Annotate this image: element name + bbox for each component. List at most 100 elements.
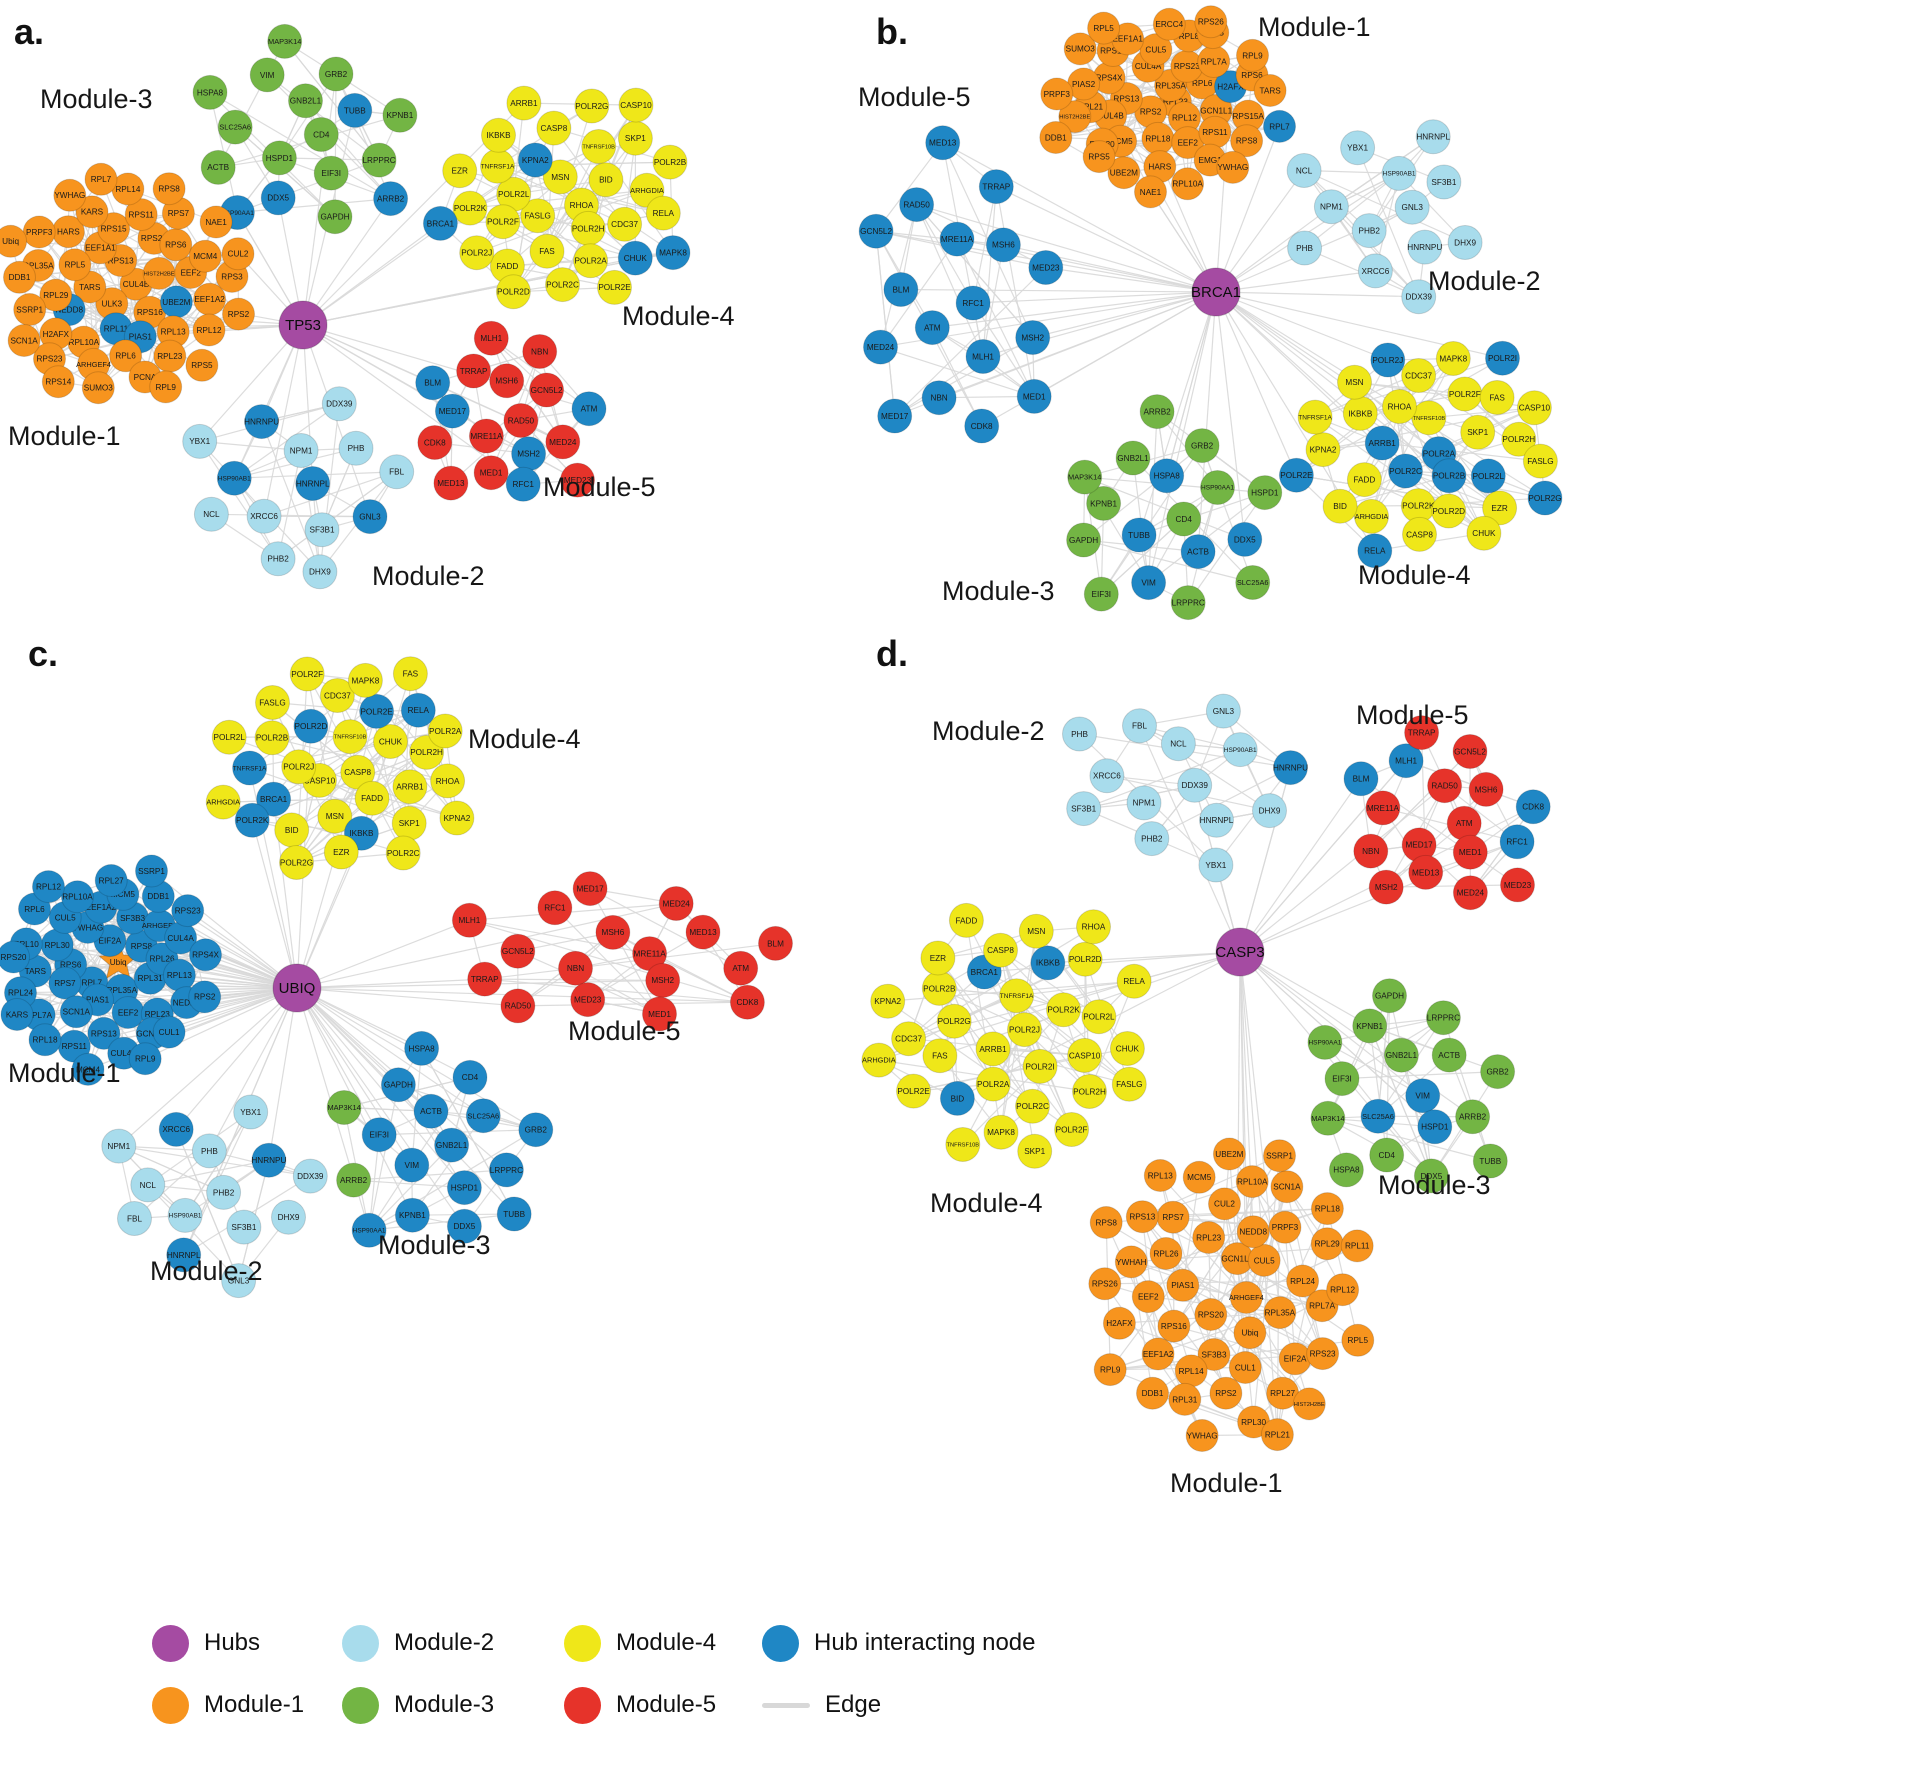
node-FAS[interactable]: FAS: [922, 1038, 958, 1074]
node-MED1[interactable]: MED1: [1452, 834, 1488, 870]
node-MSH6[interactable]: MSH6: [489, 363, 525, 399]
node-RPS14[interactable]: RPS14: [41, 365, 75, 399]
node-PHB2[interactable]: PHB2: [206, 1174, 242, 1210]
node-YBX1[interactable]: YBX1: [233, 1094, 269, 1130]
node-PHB[interactable]: PHB: [338, 430, 374, 466]
node-YWHAG[interactable]: YWHAG: [53, 178, 87, 212]
node-YBX1[interactable]: YBX1: [1198, 847, 1234, 883]
node-MED17[interactable]: MED17: [434, 393, 470, 429]
node-ARRB2[interactable]: ARRB2: [1455, 1099, 1491, 1135]
node-MED13[interactable]: MED13: [685, 914, 721, 950]
node-PHB2[interactable]: PHB2: [260, 541, 296, 577]
node-RPL9[interactable]: RPL9: [1093, 1353, 1127, 1387]
node-DHX9[interactable]: DHX9: [271, 1199, 306, 1235]
node-POLR2A[interactable]: POLR2A: [975, 1066, 1011, 1102]
node-UBE2M[interactable]: UBE2M: [159, 285, 193, 319]
node-MSH6[interactable]: MSH6: [985, 227, 1021, 263]
node-RPS15[interactable]: RPS15: [97, 212, 131, 246]
node-FASLG[interactable]: FASLG: [1522, 443, 1558, 479]
node-RPL5[interactable]: RPL5: [1341, 1323, 1375, 1357]
node-GAPDH[interactable]: GAPDH: [1066, 522, 1102, 558]
node-HSPD1[interactable]: HSPD1: [446, 1170, 482, 1206]
node-POLR2D[interactable]: POLR2D: [495, 274, 531, 310]
node-CUL1[interactable]: CUL1: [1228, 1351, 1262, 1384]
node-POLR2B[interactable]: POLR2B: [652, 144, 688, 180]
node-SKP1[interactable]: SKP1: [391, 805, 427, 841]
node-MLH1[interactable]: MLH1: [1388, 743, 1424, 779]
node-EIF3I[interactable]: EIF3I: [1083, 576, 1119, 612]
node-RPL12[interactable]: RPL12: [192, 313, 226, 347]
node-HSP90AB1[interactable]: HSP90AB1: [216, 460, 252, 496]
node-CHUK[interactable]: CHUK: [617, 240, 653, 276]
node-DDX5[interactable]: DDX5: [260, 180, 296, 216]
node-CDK8[interactable]: CDK8: [1515, 789, 1551, 825]
node-MSN[interactable]: MSN: [1337, 364, 1372, 400]
node-FAS[interactable]: FAS: [1479, 380, 1515, 415]
node-TUBB[interactable]: TUBB: [496, 1196, 532, 1232]
node-FASLG[interactable]: FASLG: [520, 198, 556, 234]
node-IKBKB[interactable]: IKBKB: [1342, 395, 1378, 431]
node-MAPK8[interactable]: MAPK8: [983, 1114, 1019, 1150]
node-FADD[interactable]: FADD: [489, 248, 525, 284]
node-RPL13[interactable]: RPL13: [162, 958, 196, 992]
node-MSH2[interactable]: MSH2: [645, 962, 681, 998]
node-ARRB1[interactable]: ARRB1: [1364, 425, 1400, 461]
node-MSN[interactable]: MSN: [317, 798, 353, 834]
node-HSP90AA1[interactable]: HSP90AA1: [351, 1212, 387, 1248]
node-VIM[interactable]: VIM: [249, 57, 285, 93]
node-EZR[interactable]: EZR: [323, 834, 359, 870]
node-MED24[interactable]: MED24: [863, 329, 898, 365]
node-RELA[interactable]: RELA: [1357, 533, 1393, 569]
node-TNFRSF10B[interactable]: TNFRSF10B: [945, 1127, 981, 1162]
node-RPS26[interactable]: RPS26: [1194, 5, 1228, 39]
node-MCM4[interactable]: MCM4: [71, 1052, 105, 1086]
node-MAP3K14[interactable]: MAP3K14: [326, 1090, 362, 1125]
node-POLR2J[interactable]: POLR2J: [1007, 1012, 1042, 1048]
node-MED1[interactable]: MED1: [473, 455, 509, 491]
node-NCL[interactable]: NCL: [193, 496, 229, 532]
node-MED23[interactable]: MED23: [570, 982, 606, 1018]
node-VIM[interactable]: VIM: [1131, 565, 1167, 601]
node-XRCC6[interactable]: XRCC6: [1089, 758, 1125, 794]
node-RPS8[interactable]: RPS8: [1089, 1206, 1123, 1239]
node-HSPD1[interactable]: HSPD1: [1247, 475, 1283, 511]
node-HSP90AA1[interactable]: HSP90AA1: [1200, 470, 1235, 505]
node-RPS2[interactable]: RPS2: [1209, 1376, 1243, 1410]
node-RPS2[interactable]: RPS2: [188, 980, 222, 1014]
node-ARRB1[interactable]: ARRB1: [975, 1031, 1011, 1067]
node-KPNB1[interactable]: KPNB1: [1086, 485, 1122, 521]
node-SF3B1[interactable]: SF3B1: [1066, 791, 1102, 827]
node-MCM5[interactable]: MCM5: [1182, 1160, 1216, 1194]
node-CUL2[interactable]: CUL2: [1208, 1187, 1241, 1221]
node-MSH2[interactable]: MSH2: [511, 436, 547, 472]
node-RPS11[interactable]: RPS11: [1198, 115, 1232, 149]
node-FBL[interactable]: FBL: [1122, 708, 1157, 744]
node-TUBB[interactable]: TUBB: [337, 92, 373, 128]
node-CD4[interactable]: CD4: [303, 117, 339, 152]
node-CD4[interactable]: CD4: [1369, 1137, 1405, 1173]
node-ARRB1[interactable]: ARRB1: [392, 769, 428, 805]
node-PRPF3[interactable]: PRPF3: [22, 215, 56, 249]
node-YWHAG[interactable]: YWHAG: [1185, 1419, 1219, 1452]
node-GNL3[interactable]: GNL3: [1394, 189, 1430, 225]
node-PIAS1[interactable]: PIAS1: [1166, 1268, 1200, 1302]
node-POLR2K[interactable]: POLR2K: [452, 190, 488, 226]
node-NEDD8[interactable]: NEDD8: [1236, 1215, 1270, 1249]
hub-TP53[interactable]: TP53: [278, 300, 328, 350]
hub-UBIQ[interactable]: UBIQ: [272, 963, 322, 1013]
node-BLM[interactable]: BLM: [758, 925, 793, 961]
node-PHB2[interactable]: PHB2: [1134, 821, 1170, 857]
node-HNRNPU[interactable]: HNRNPU: [251, 1142, 286, 1178]
node-MAPK8[interactable]: MAPK8: [347, 662, 383, 698]
node-DHX9[interactable]: DHX9: [302, 554, 338, 590]
node-MSN[interactable]: MSN: [1018, 913, 1054, 949]
node-RPL10A[interactable]: RPL10A: [61, 880, 94, 914]
node-RFC1[interactable]: RFC1: [1499, 824, 1535, 860]
node-EIF3I[interactable]: EIF3I: [1324, 1061, 1360, 1097]
node-SF3B3[interactable]: SF3B3: [1197, 1338, 1231, 1371]
node-DDX39[interactable]: DDX39: [321, 386, 357, 422]
node-NBN[interactable]: NBN: [921, 380, 957, 416]
node-RPS26[interactable]: RPS26: [1088, 1267, 1122, 1301]
node-CUL5[interactable]: CUL5: [1139, 33, 1173, 67]
node-DDX5[interactable]: DDX5: [1413, 1158, 1449, 1194]
